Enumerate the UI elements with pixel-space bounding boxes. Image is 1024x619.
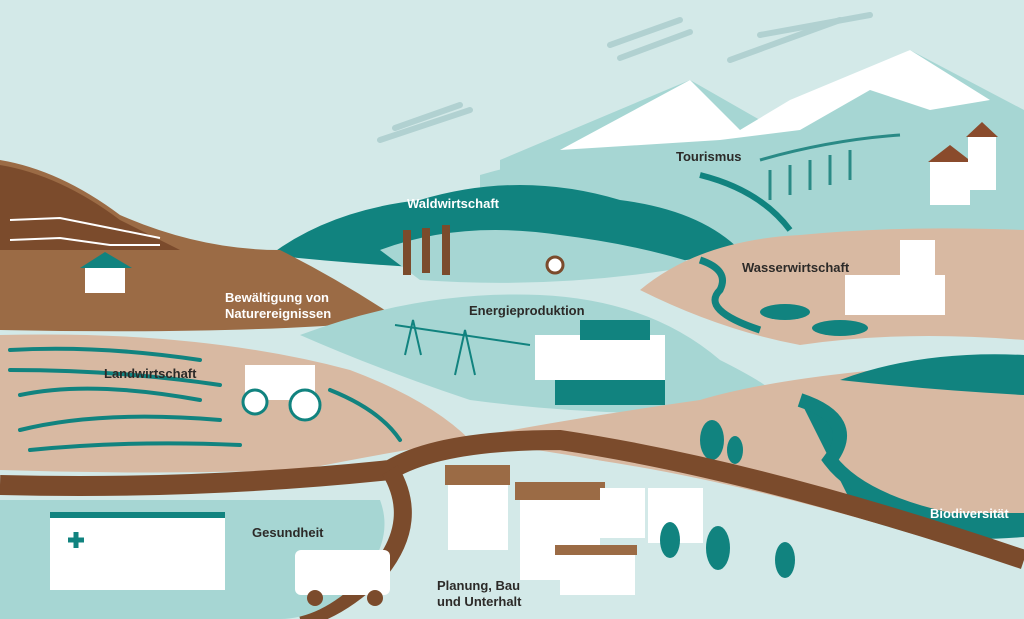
crop-rows [8,346,402,452]
mountain-snow [560,50,990,150]
rockfall-barrier [9,216,161,246]
label-gesundheit: Gesundheit [252,525,324,540]
treatment-plant [845,240,945,315]
hospital [50,512,225,590]
biodiversity-forest [840,354,1024,395]
trees [700,420,743,464]
ambulance [295,550,390,606]
agriculture-area [0,334,470,473]
castle [928,122,998,205]
hydro-plant [535,320,665,405]
viaduct [759,133,901,200]
logs [403,225,565,275]
river-tourism [699,172,793,232]
road [0,429,1024,570]
clouds [377,12,873,143]
label-waldwirtschaft: Waldwirtschaft [407,196,500,211]
forest-clearing [380,230,700,283]
label-tourismus: Tourismus [676,149,742,164]
treatment-basin [812,320,868,336]
label-landwirtschaft: Landwirtschaft [104,366,197,381]
label-energieproduktion: Energieproduktion [469,303,585,318]
label-biodiversitaet: Biodiversität [930,506,1009,521]
label-planung-2: und Unterhalt [437,594,522,609]
buildings [445,465,703,595]
tractor [241,365,322,422]
park-trees [660,522,795,578]
house [80,252,132,293]
label-wasserwirtschaft: Wasserwirtschaft [742,260,850,275]
river-water [698,256,762,334]
natural-hazards-slope [0,165,180,250]
power-pylons [394,319,531,376]
label-naturereignisse-2: Naturereignissen [225,306,331,321]
label-planung-1: Planung, Bau [437,578,520,593]
treatment-basin [760,304,810,320]
label-naturereignisse-1: Bewältigung von [225,290,329,305]
